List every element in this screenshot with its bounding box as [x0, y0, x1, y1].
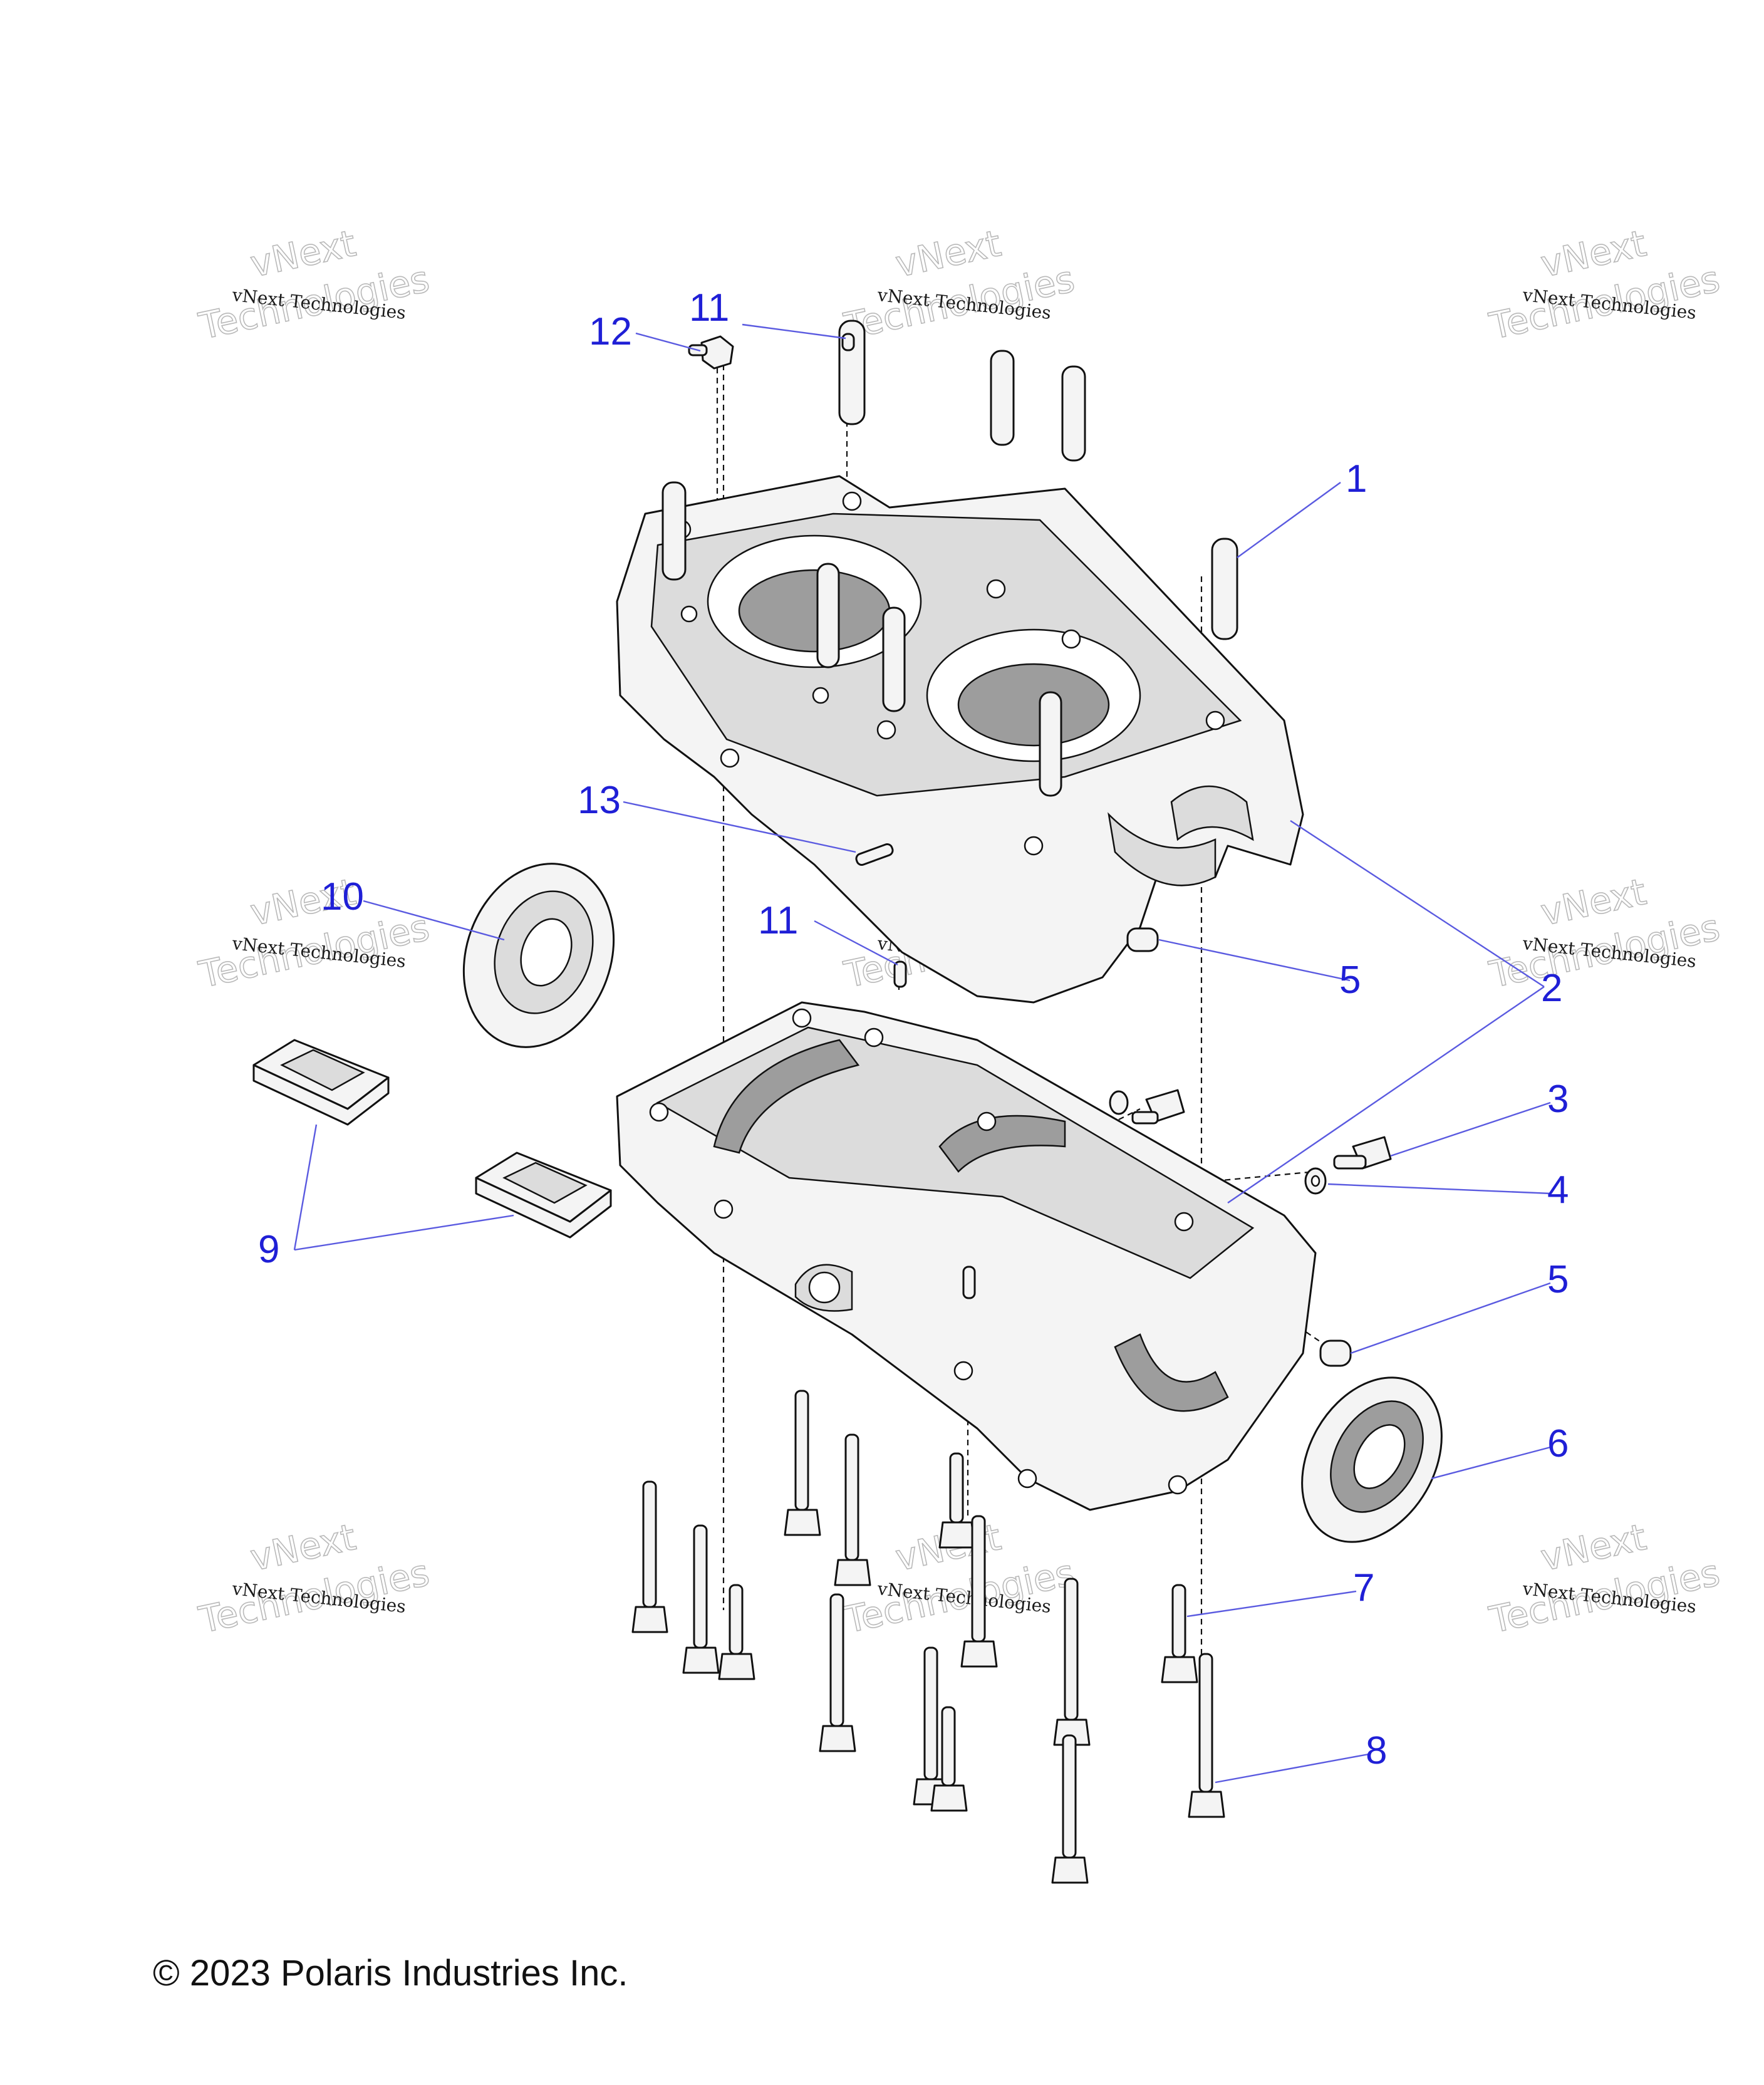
bolts: [631, 1390, 1225, 1884]
watermark: vNext Technologies: [195, 221, 433, 348]
watermark: vNext Technologies: [1485, 1515, 1724, 1642]
callout-11: 11: [689, 286, 729, 330]
callout-2: 2: [1541, 967, 1562, 1010]
callout-6: 6: [1547, 1422, 1569, 1465]
callout-10: 10: [321, 875, 364, 918]
leader-lines: [293, 323, 1551, 1784]
callout-9: 9: [258, 1228, 279, 1271]
hardware: [1109, 1089, 1392, 1367]
watermark: vNext Technologies: [195, 1515, 433, 1642]
upper-studs: [662, 320, 1238, 952]
lower-crankcase: [616, 960, 1317, 1511]
seals: [462, 863, 1443, 1543]
callout-11: 11: [758, 899, 798, 942]
watermark: vNext Technologies: [195, 870, 433, 997]
callout-12: 12: [589, 310, 632, 353]
callout-7: 7: [1353, 1566, 1374, 1609]
watermark: vNext Technologies: [840, 221, 1079, 348]
callouts: 1 2 3 4 5 5 6 7 8 9 10 11 11 12 13: [258, 286, 1569, 1772]
copyright-notice: © 2023 Polaris Industries Inc.: [153, 1953, 628, 1994]
callout-5: 5: [1547, 1258, 1569, 1301]
watermark: vNext Technologies: [1485, 221, 1724, 348]
reed-valves: [252, 1039, 612, 1239]
callout-13: 13: [578, 779, 621, 822]
upper-crankcase: [616, 475, 1304, 1004]
callout-8: 8: [1366, 1729, 1387, 1772]
watermark: vNext Technologies: [1485, 870, 1724, 997]
callout-4: 4: [1547, 1168, 1569, 1212]
callout-3: 3: [1547, 1078, 1569, 1121]
callout-5: 5: [1339, 959, 1361, 1002]
callout-1: 1: [1346, 457, 1367, 501]
